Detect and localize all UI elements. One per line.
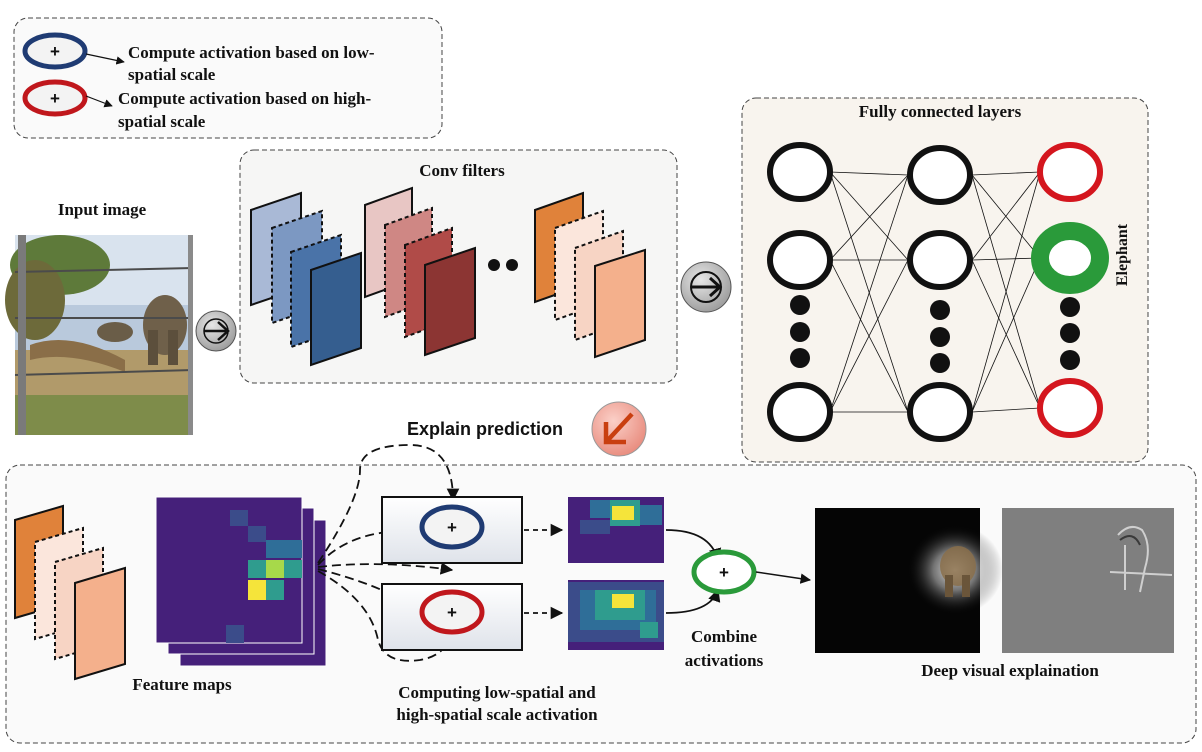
- feature-filter-stack: [14, 504, 126, 681]
- legend: + Compute activation based on low- spati…: [13, 17, 443, 139]
- gradient-output-image: [1002, 508, 1174, 653]
- fc-layer-1: [767, 142, 833, 442]
- red-filter-stack: [364, 186, 476, 357]
- low-scale-heatmap: [568, 497, 664, 563]
- conv-filters-label: Conv filters: [419, 161, 505, 180]
- ellipsis-dots-icon: [488, 259, 518, 271]
- feature-maps-label: Feature maps: [132, 675, 232, 694]
- explanation-panel: Feature maps + + Computing low-spatial a…: [5, 444, 1197, 744]
- computing-label-line1: Computing low-spatial and: [398, 683, 596, 702]
- saliency-output-image: [815, 508, 1003, 653]
- high-scale-heatmap: [568, 580, 664, 650]
- input-image-label: Input image: [58, 200, 147, 219]
- high-scale-activation-box: +: [381, 583, 523, 651]
- combine-label-line2: activations: [685, 651, 764, 670]
- fc-layer-2: [907, 145, 973, 442]
- class-label: Elephant: [1114, 223, 1131, 286]
- arrow-right-icon: [680, 261, 732, 313]
- arrow-right-icon: [195, 310, 237, 352]
- feature-maps: [155, 496, 327, 667]
- arrow-down-left-icon: [591, 401, 647, 457]
- plus-icon: +: [50, 89, 60, 108]
- fully-connected-panel: Fully connected layers Elephan: [741, 97, 1149, 463]
- plus-icon: +: [50, 42, 60, 61]
- legend-low-label-line2: spatial scale: [128, 65, 216, 84]
- combine-node: +: [691, 549, 757, 595]
- predicted-class-node: [1031, 222, 1109, 294]
- legend-low-scale-icon: +: [22, 32, 88, 70]
- orange-filter-stack: [534, 191, 646, 359]
- conv-filters-panel: Conv filters: [239, 149, 678, 384]
- explain-prediction-label: Explain prediction: [407, 419, 563, 439]
- deep-visual-label: Deep visual explaination: [921, 661, 1099, 680]
- fully-connected-label: Fully connected layers: [859, 102, 1022, 121]
- computing-label-line2: high-spatial scale activation: [396, 705, 598, 724]
- blue-filter-stack: [250, 191, 362, 367]
- combine-label-line1: Combine: [691, 627, 758, 646]
- plus-icon: +: [447, 603, 457, 622]
- fc-output-layer: [1031, 142, 1109, 438]
- plus-icon: +: [447, 518, 457, 537]
- legend-high-label-line2: spatial scale: [118, 112, 206, 131]
- low-scale-activation-box: +: [381, 496, 523, 564]
- legend-low-label-line1: Compute activation based on low-: [128, 43, 375, 62]
- plus-icon: +: [719, 563, 729, 582]
- fc-connections: [829, 171, 1041, 413]
- legend-high-label-line1: Compute activation based on high-: [118, 89, 371, 108]
- legend-high-scale-icon: +: [22, 79, 88, 117]
- input-image: [5, 235, 194, 435]
